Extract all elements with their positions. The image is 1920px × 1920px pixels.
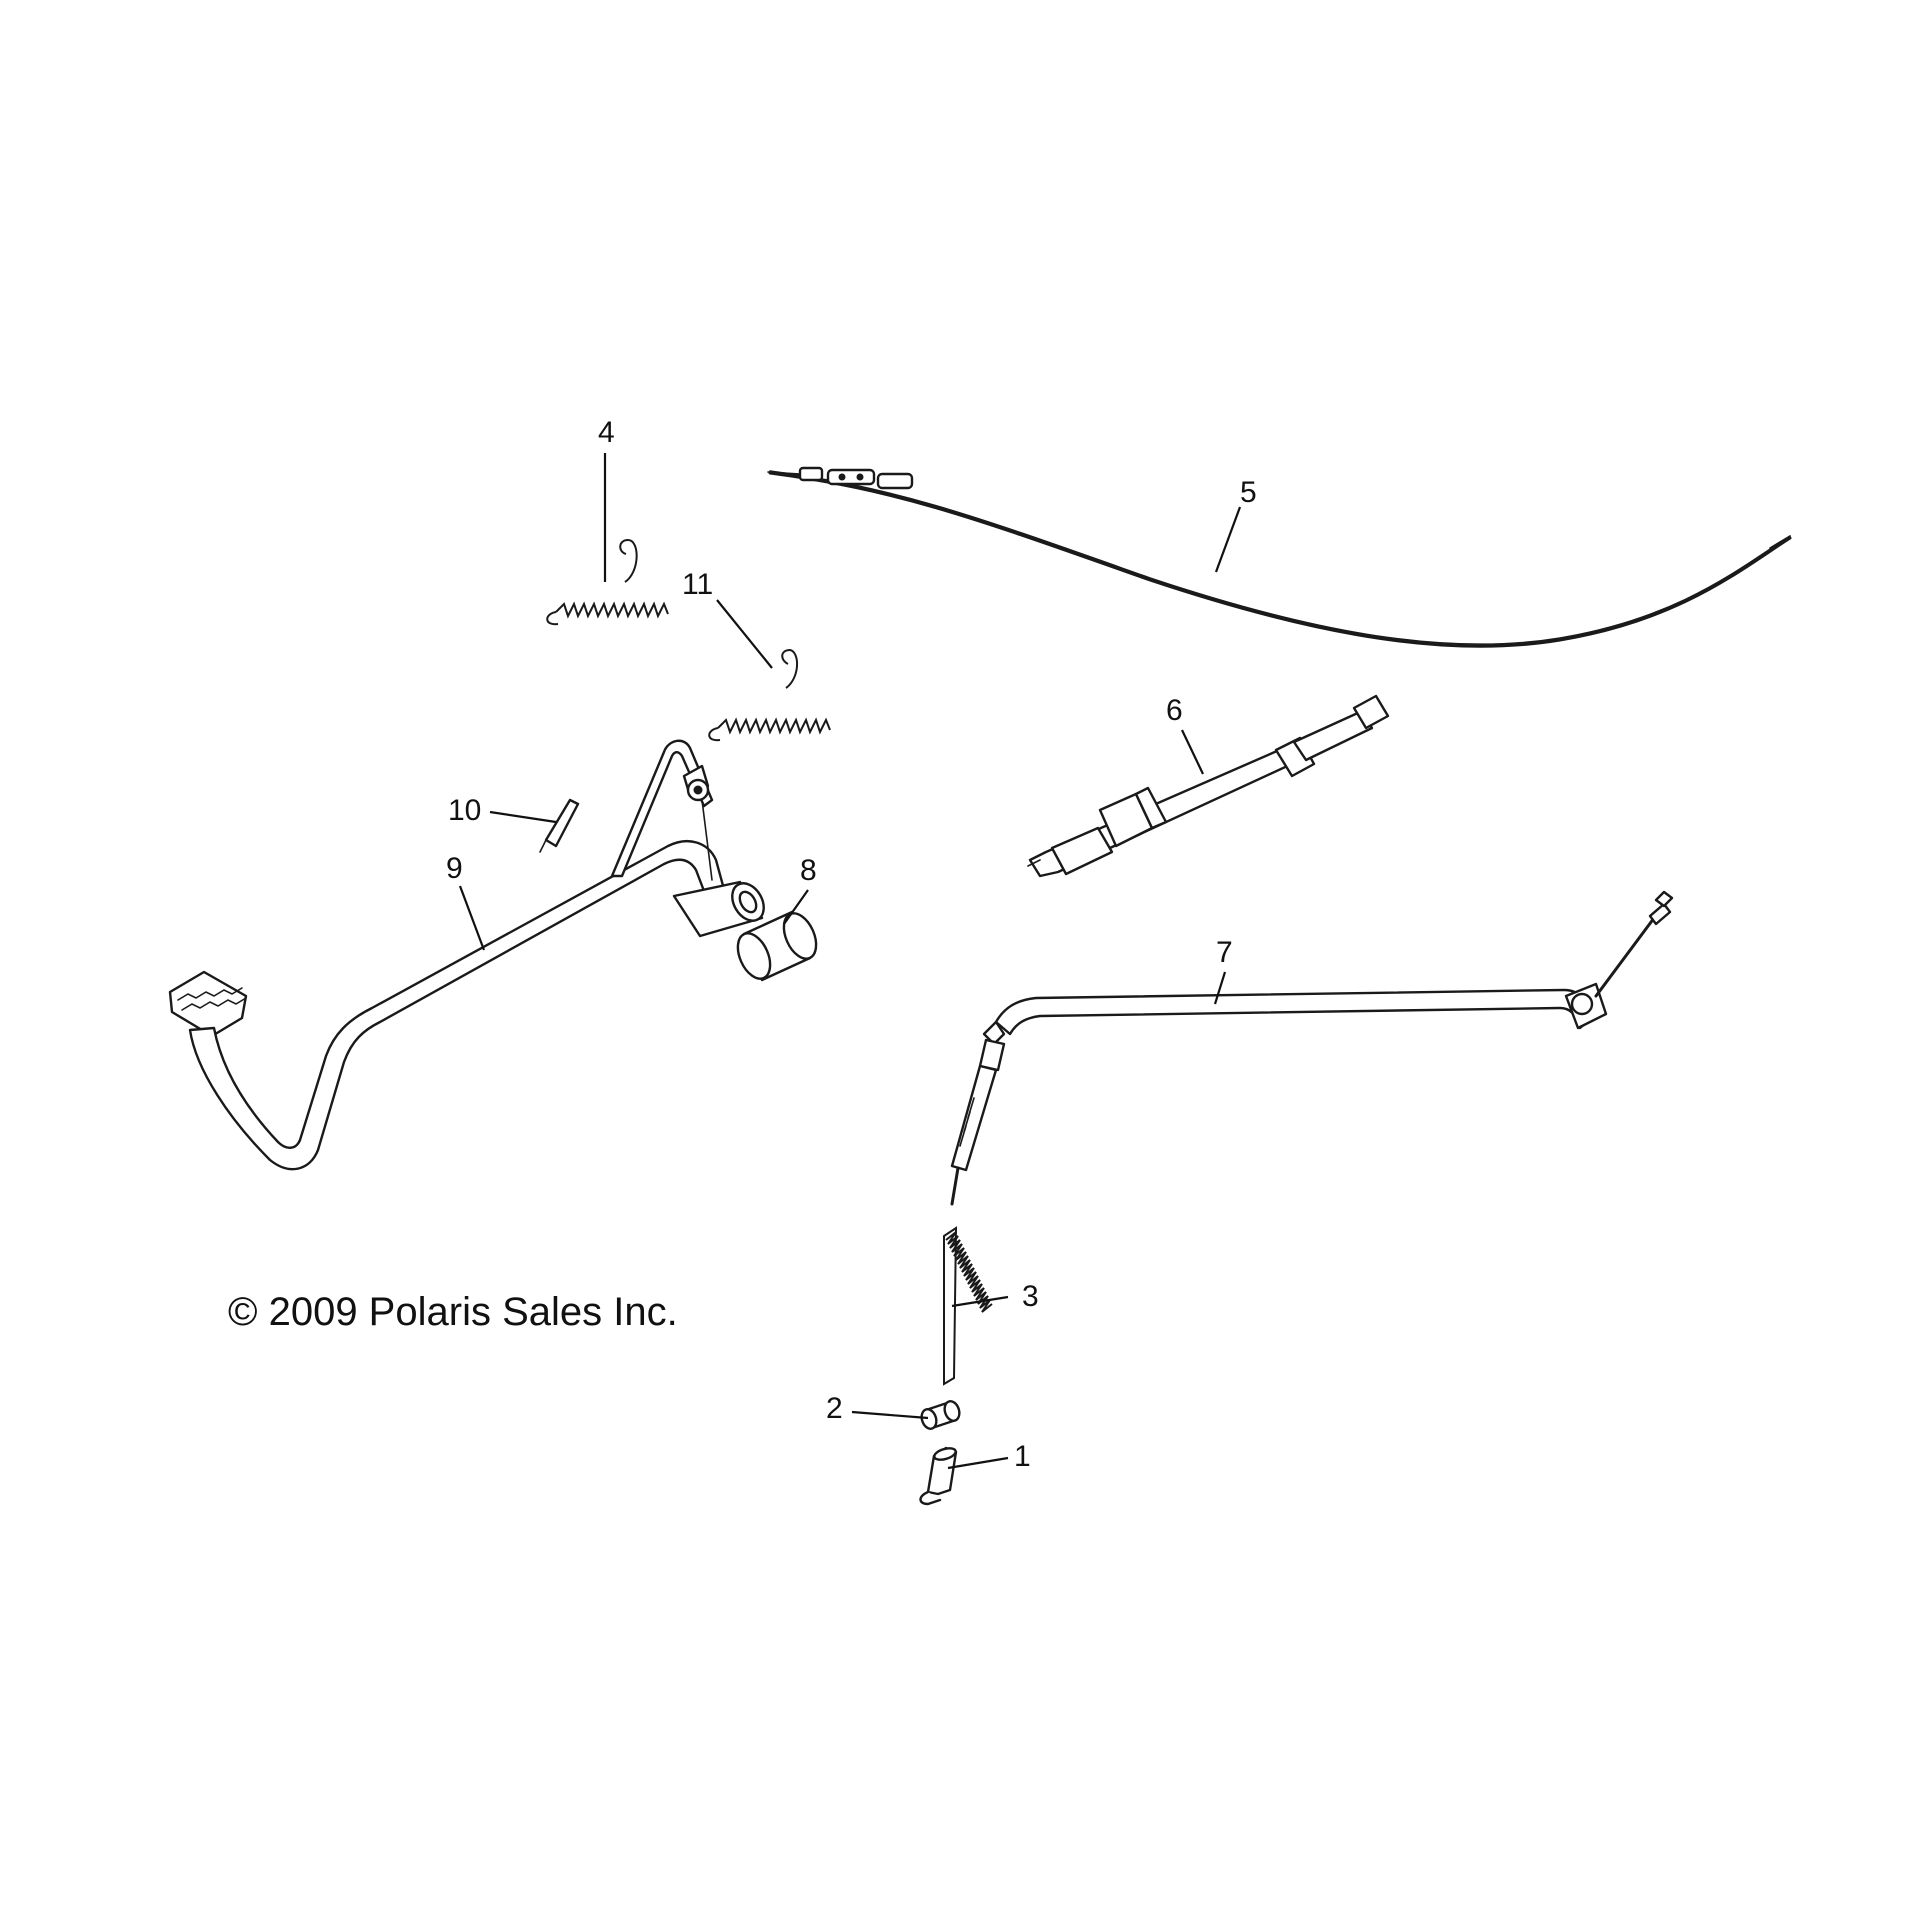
leader-lines [458,453,1242,1470]
part-10-pin [539,798,580,853]
leader-2 [851,1410,929,1420]
leader-11 [716,599,773,669]
leader-1 [947,1456,1009,1470]
part-3-spring [943,1226,993,1386]
leader-10 [489,810,557,824]
callout-5: 5 [1240,476,1257,509]
part-1-pin [919,1446,958,1506]
callout-labels: 4 5 11 6 10 9 8 7 3 2 1 [446,416,1257,1473]
leader-7 [1213,971,1227,1005]
leader-5 [1214,506,1242,573]
callout-4: 4 [598,416,615,449]
part-8-bushing [736,910,818,982]
leader-9 [458,885,486,951]
leader-8 [783,889,809,925]
callout-7: 7 [1216,936,1233,969]
part-5-cable [767,466,1792,648]
part-11-spring [708,648,831,742]
callout-11: 11 [682,568,713,601]
part-2-bushing [920,1400,961,1430]
callout-9: 9 [446,852,463,885]
callout-10: 10 [448,794,481,827]
callout-3: 3 [1022,1280,1039,1313]
callout-6: 6 [1166,694,1183,727]
callout-1: 1 [1014,1440,1031,1473]
copyright-notice: © 2009 Polaris Sales Inc. [228,1290,678,1334]
part-4-spring [546,538,669,626]
leader-3 [951,1295,1009,1308]
callout-8: 8 [800,854,817,887]
part-7-cable [950,890,1674,1206]
part-9-pedal-lever [168,739,765,1171]
leader-6 [1181,729,1204,775]
part-6-rod [1027,694,1390,878]
callout-2: 2 [826,1392,843,1425]
